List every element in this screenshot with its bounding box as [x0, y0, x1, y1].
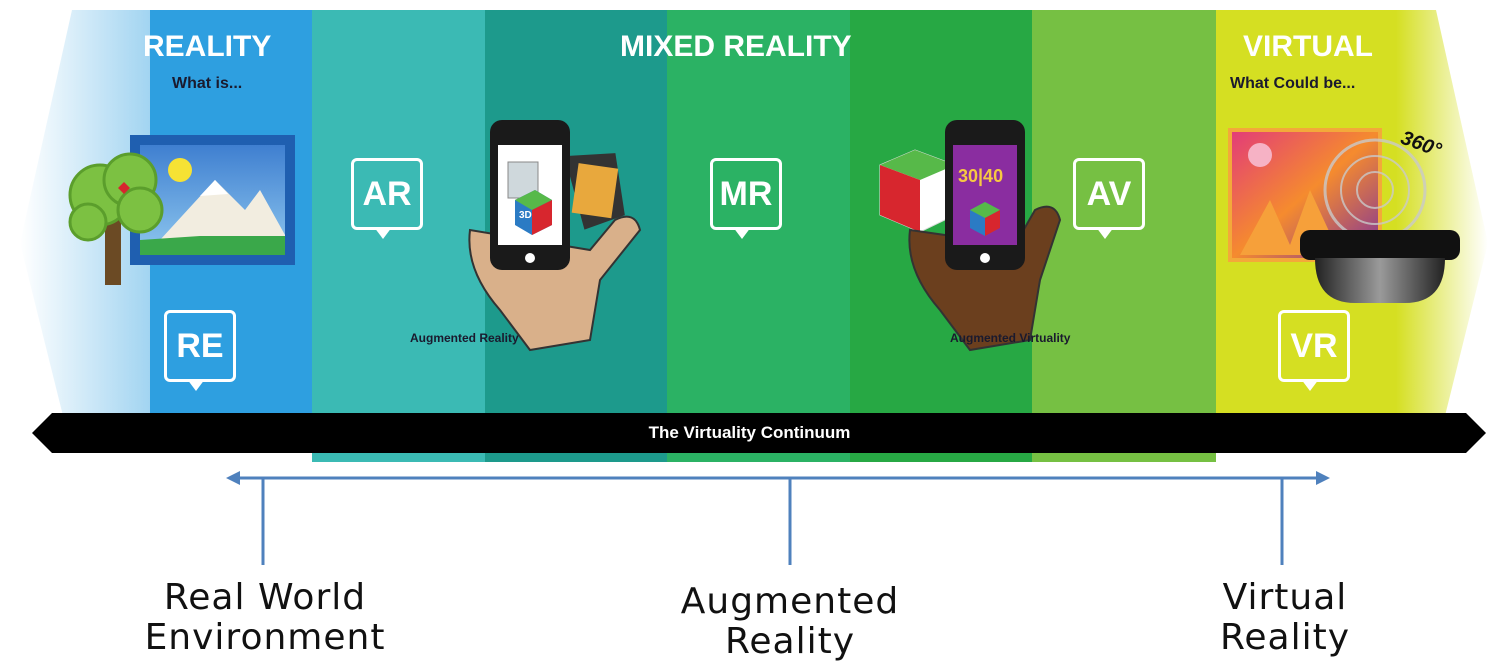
reality-subtitle: What is...: [172, 75, 243, 92]
ar-badge: AR: [351, 158, 423, 239]
mr-badge: MR: [710, 158, 782, 239]
phone-numbers-label: 30|40: [958, 166, 1003, 186]
av-caption: Augmented Virtuality: [950, 331, 1071, 345]
reality-title: REALITY: [143, 30, 272, 63]
label-augmented-reality: Augmented Reality: [650, 582, 930, 662]
label-virtual-line2: Reality: [1219, 617, 1351, 658]
label-real-world-line1: Real World: [163, 577, 367, 618]
av-hand-phone-icon: 30|40: [879, 120, 1062, 352]
re-badge: RE: [164, 310, 236, 391]
label-augmented-line1: Augmented: [680, 581, 900, 622]
mr-band: [667, 10, 850, 462]
virtual-title: VIRTUAL: [1243, 30, 1373, 63]
ar-caption: Augmented Reality: [410, 331, 519, 345]
ar-hand-phone-icon: 3D: [468, 120, 642, 352]
continuum-label: The Virtuality Continuum: [648, 423, 851, 442]
av-badge: AV: [1073, 158, 1145, 239]
ar-band-light: [312, 10, 485, 462]
cube-3d-label: 3D: [519, 210, 532, 221]
vr-goggles-icon: 360°: [1228, 127, 1460, 303]
label-real-world-environment: Real World Environment: [120, 578, 410, 658]
label-virtual-line1: Virtual: [1222, 577, 1348, 618]
label-real-world-line2: Environment: [144, 617, 386, 658]
mixed-reality-title: MIXED REALITY: [620, 30, 852, 63]
label-augmented-line2: Reality: [724, 621, 856, 662]
scale-arrow: [226, 471, 1330, 565]
continuum-bar: [32, 413, 1486, 453]
landscape-picture-icon: [68, 135, 295, 285]
av-band-light: [1032, 10, 1216, 462]
virtual-subtitle: What Could be...: [1230, 75, 1356, 92]
label-virtual-reality: Virtual Reality: [1165, 578, 1405, 658]
vr-badge: VR: [1278, 310, 1350, 391]
